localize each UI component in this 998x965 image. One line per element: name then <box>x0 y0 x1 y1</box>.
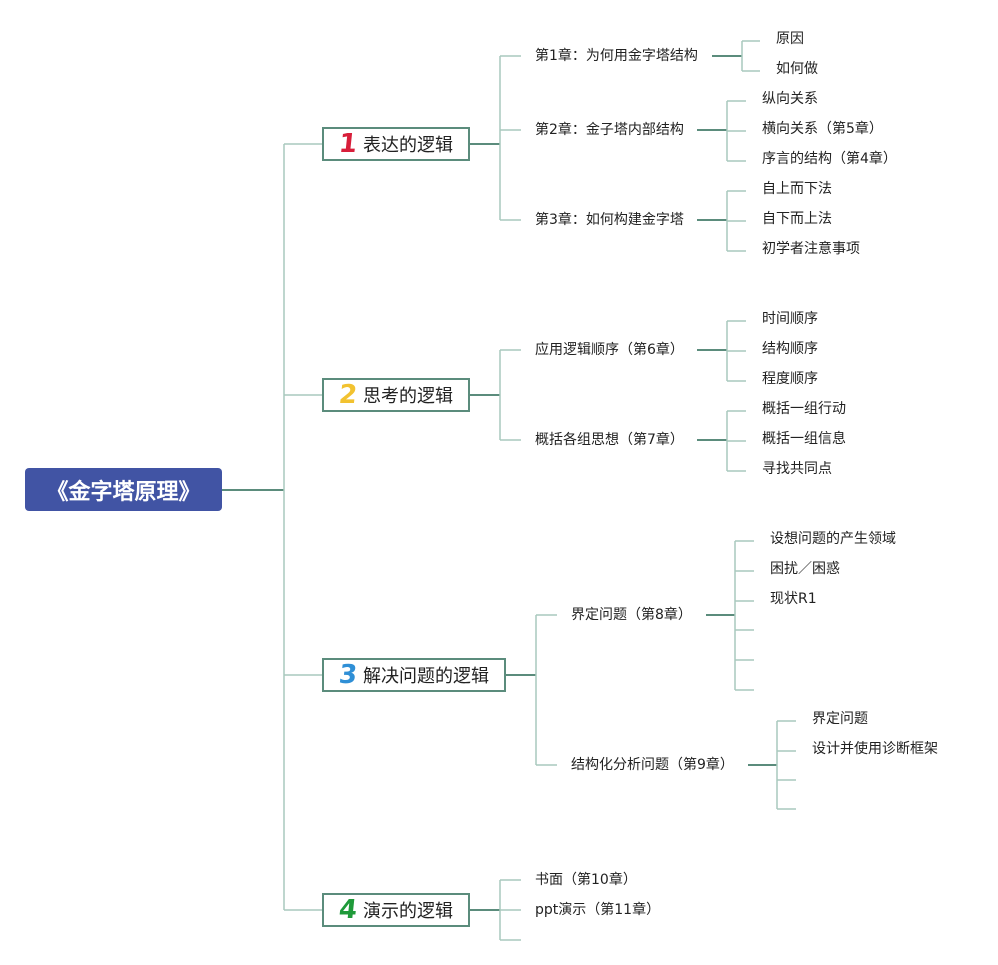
leaf-node[interactable]: 时间顺序 <box>762 311 818 327</box>
leaf-node[interactable]: 寻找共同点 <box>762 461 832 477</box>
leaf-node[interactable]: 自上而下法 <box>762 181 832 197</box>
subtopic-node[interactable]: 结构化分析问题（第9章） <box>571 757 734 773</box>
leaf-node[interactable]: 界定问题 <box>812 711 868 727</box>
topic-label: 表达的逻辑 <box>363 135 454 156</box>
leaf-node[interactable]: 横向关系（第5章） <box>762 121 883 137</box>
leaf-node[interactable]: 原因 <box>776 31 804 47</box>
leaf-node[interactable]: 概括一组行动 <box>762 401 846 417</box>
subtopic-node[interactable]: 应用逻辑顺序（第6章） <box>535 342 684 358</box>
topic-label: 解决问题的逻辑 <box>363 666 490 687</box>
leaf-node[interactable]: 初学者注意事项 <box>762 241 860 257</box>
root-node[interactable]: 《金字塔原理》 <box>25 468 222 511</box>
topic-number-2: 2 <box>337 380 359 410</box>
subtopic-node[interactable]: 第1章：为何用金字塔结构 <box>535 48 698 64</box>
subtopic-node[interactable]: 第3章：如何构建金字塔 <box>535 212 684 228</box>
topic-label: 演示的逻辑 <box>363 901 454 922</box>
topic-number-1: 1 <box>337 129 359 159</box>
leaf-node[interactable]: 结构顺序 <box>762 341 818 357</box>
leaf-node[interactable]: 纵向关系 <box>762 91 818 107</box>
topic-number-3: 3 <box>337 660 359 690</box>
leaf-node[interactable]: 自下而上法 <box>762 211 832 227</box>
leaf-node[interactable]: 现状R1 <box>770 591 817 607</box>
subtopic-node[interactable]: 第2章：金子塔内部结构 <box>535 122 684 138</box>
subtopic-node[interactable]: 界定问题（第8章） <box>571 607 692 623</box>
subtopic-node[interactable]: 概括各组思想（第7章） <box>535 432 684 448</box>
leaf-node[interactable]: 程度顺序 <box>762 371 818 387</box>
topic-number-4: 4 <box>337 895 359 925</box>
leaf-node[interactable]: 困扰／困惑 <box>770 561 840 577</box>
leaf-node[interactable]: 概括一组信息 <box>762 431 846 447</box>
leaf-node[interactable]: 序言的结构（第4章） <box>762 151 897 167</box>
leaf-node[interactable]: 如何做 <box>776 61 818 77</box>
topic-label: 思考的逻辑 <box>363 386 454 407</box>
leaf-node[interactable]: 设想问题的产生领域 <box>770 531 896 547</box>
subtopic-node[interactable]: 书面（第10章） <box>535 872 637 888</box>
subtopic-node[interactable]: ppt演示（第11章） <box>535 902 661 918</box>
leaf-node[interactable]: 设计并使用诊断框架 <box>812 741 938 757</box>
